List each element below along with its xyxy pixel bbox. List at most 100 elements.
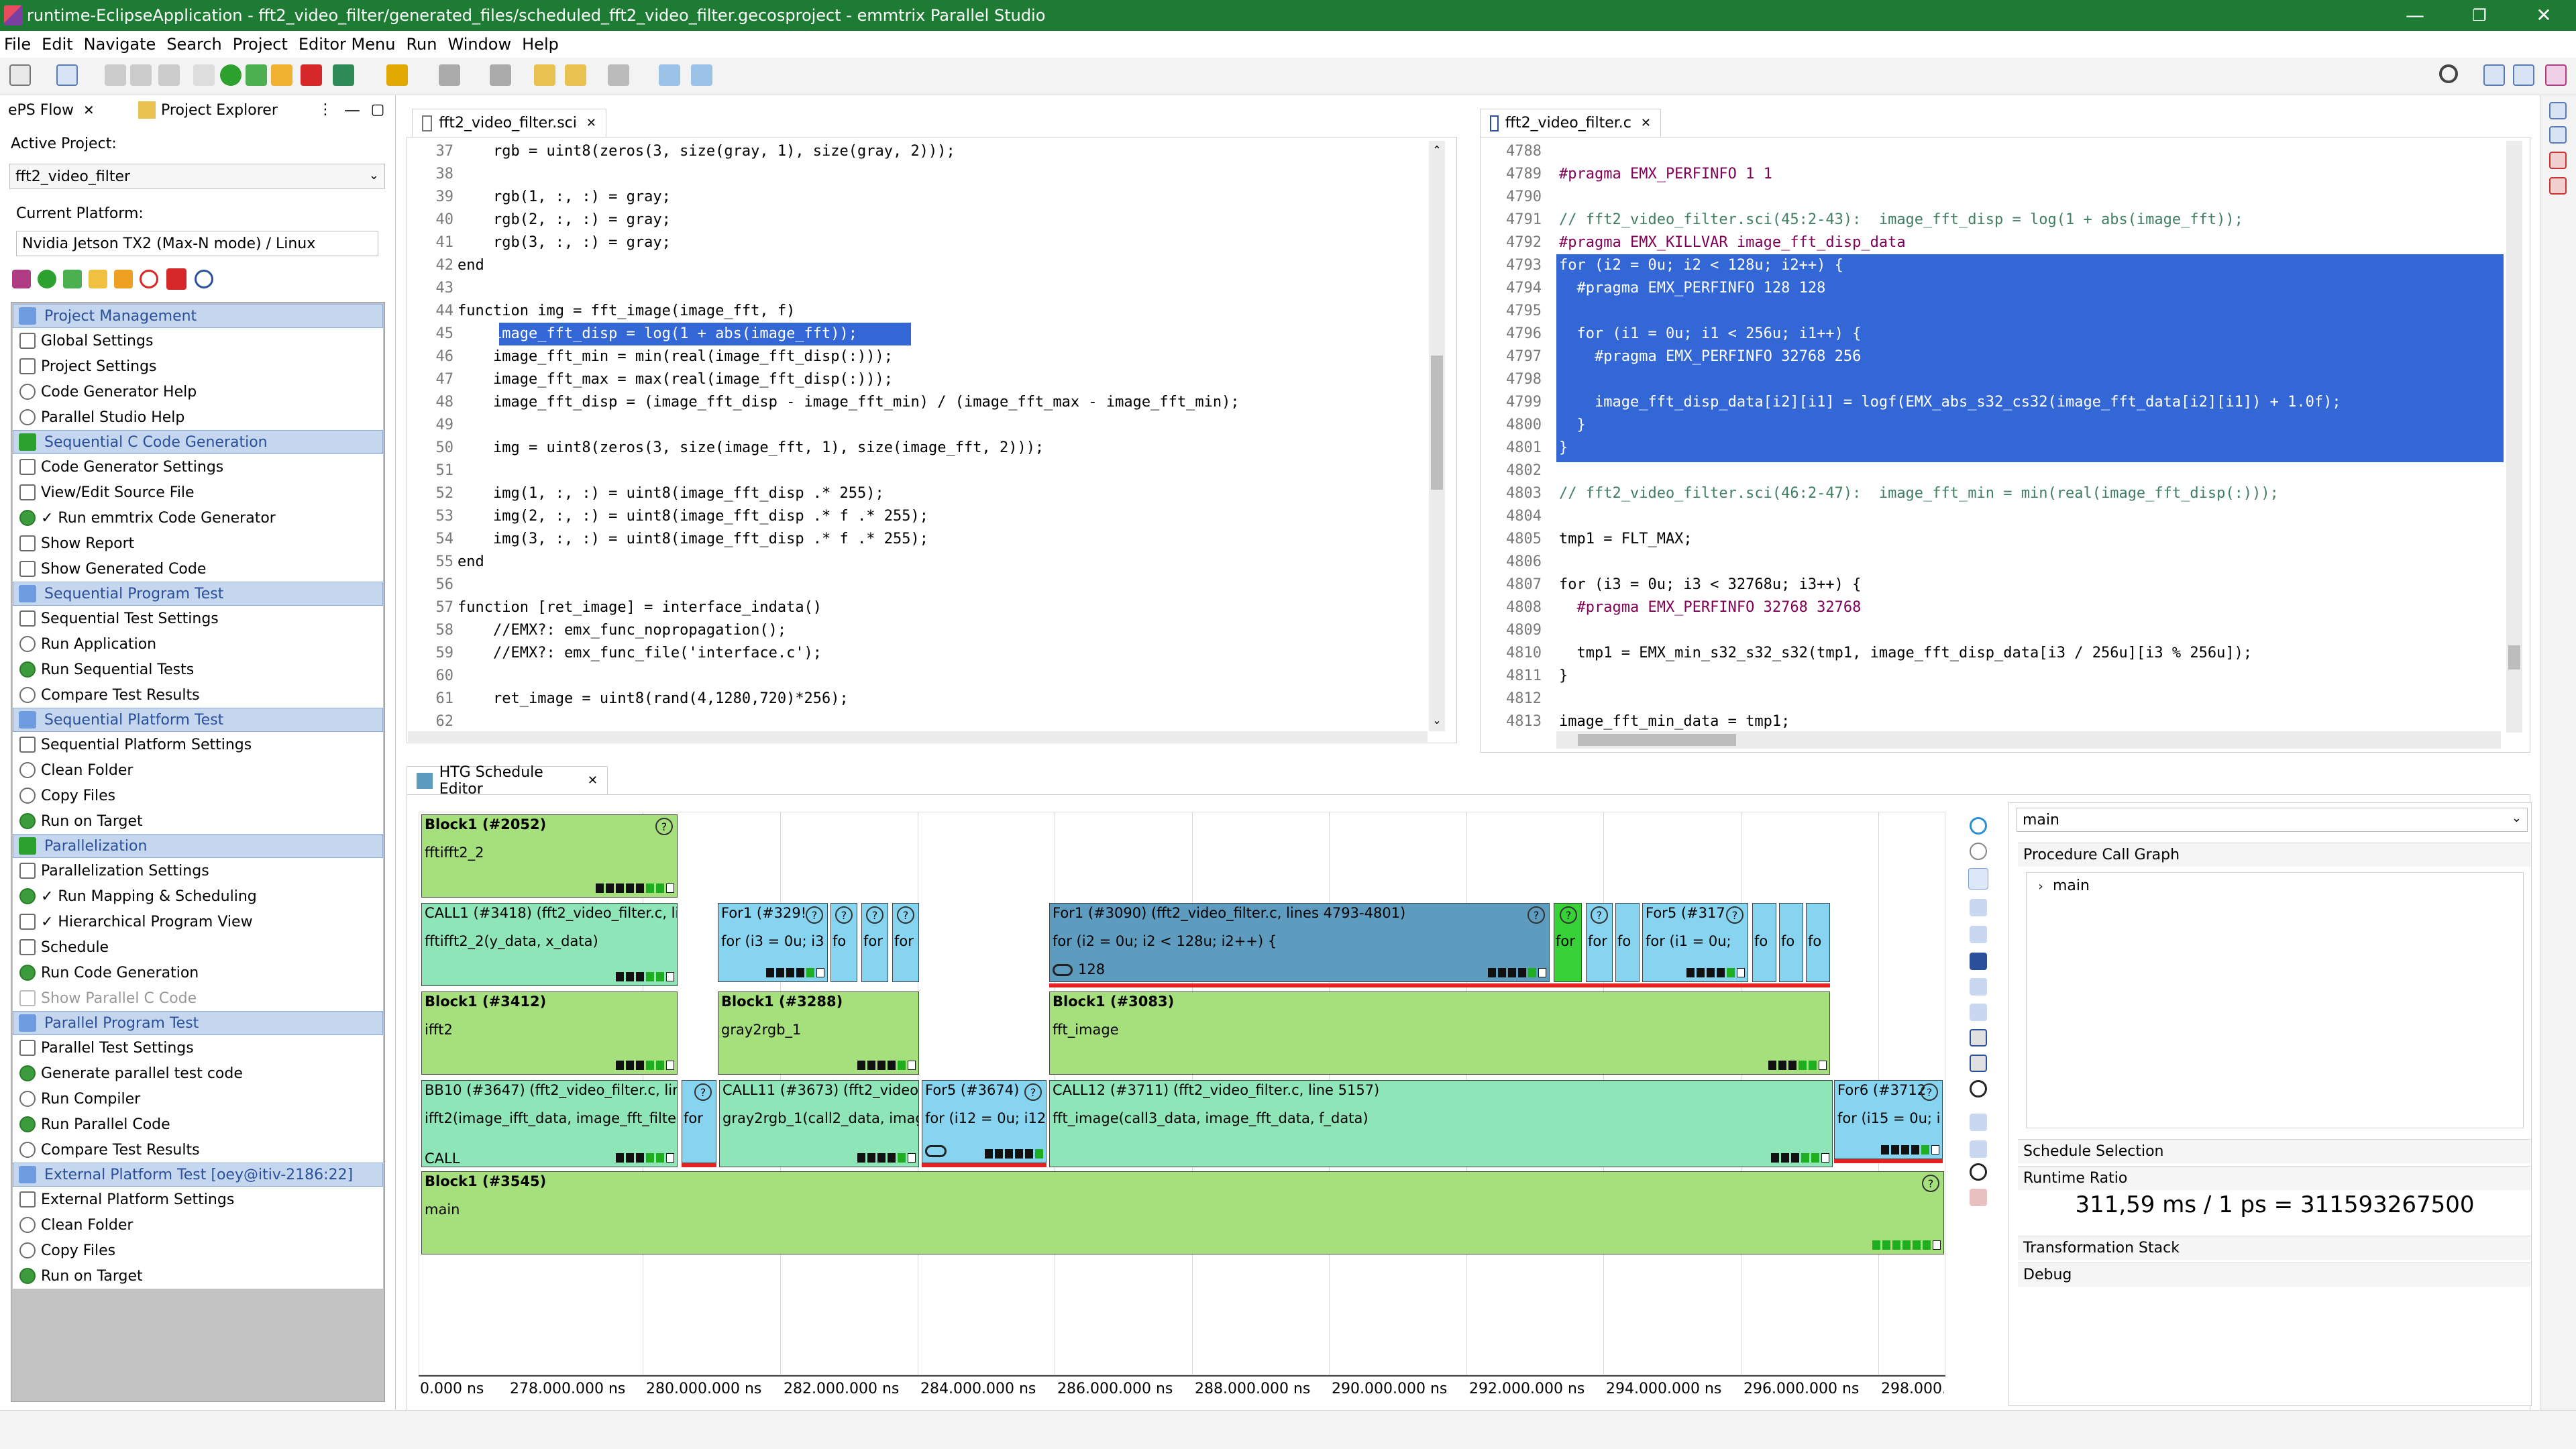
help-icon[interactable]	[195, 270, 213, 288]
menu-navigate[interactable]: Navigate	[83, 35, 156, 54]
code-line[interactable]: img = uint8(zeros(3, size(image_fft, 1),…	[458, 439, 1044, 456]
code-line[interactable]	[1559, 460, 2504, 482]
run-config-icon[interactable]	[246, 64, 267, 86]
code-line[interactable]: }	[1559, 417, 1586, 433]
procedure-select[interactable]: main⌄	[2017, 808, 2528, 832]
section-sequential-platform-test[interactable]: Sequential Platform Test	[13, 708, 383, 732]
code-line[interactable]: for (i3 = 0u; i3 < 32768u; i3++) {	[1559, 576, 1862, 593]
code-line[interactable]	[458, 710, 1424, 731]
view-menu-icon[interactable]: ⋮	[318, 101, 333, 118]
help-icon[interactable]: ?	[1560, 906, 1577, 924]
close-button[interactable]: ✕	[2536, 4, 2552, 26]
problems-icon[interactable]	[2549, 152, 2567, 169]
item-parallel-studio-help[interactable]: Parallel Studio Help	[13, 405, 383, 430]
item-run-mapping-scheduling[interactable]: ✓ Run Mapping & Scheduling	[13, 883, 383, 909]
transformation-stack-header[interactable]: Transformation Stack	[2018, 1236, 2530, 1260]
code-line[interactable]	[1559, 619, 2504, 642]
stop-icon[interactable]	[301, 64, 322, 86]
item-clean-folder-external[interactable]: Clean Folder	[13, 1212, 383, 1238]
maximize-view-icon[interactable]: ▢	[370, 101, 385, 118]
menu-search[interactable]: Search	[166, 35, 222, 54]
refresh-icon[interactable]	[114, 270, 133, 288]
item-parallel-test-settings[interactable]: Parallel Test Settings	[13, 1035, 383, 1061]
help-icon[interactable]: ?	[655, 818, 673, 835]
list-icon[interactable]	[1970, 1004, 1987, 1021]
item-show-report[interactable]: Show Report	[13, 531, 383, 556]
h-scroll-thumb-c[interactable]	[1578, 734, 1736, 746]
help-icon[interactable]: ?	[1922, 1175, 1939, 1192]
code-line[interactable]	[1559, 186, 2504, 209]
tree-item-main[interactable]: main	[2053, 877, 2090, 894]
item-run-code-generation[interactable]: Run Code Generation	[13, 960, 383, 985]
help-icon[interactable]: ?	[1921, 1083, 1938, 1101]
code-line[interactable]	[1559, 368, 2504, 391]
wand-icon[interactable]	[386, 64, 408, 86]
item-compare-test-results[interactable]: Compare Test Results	[13, 682, 383, 708]
item-sequential-platform-settings[interactable]: Sequential Platform Settings	[13, 732, 383, 757]
code-line[interactable]: #pragma EMX_PERFINFO 32768 256	[1559, 348, 1862, 365]
code-line[interactable]	[1559, 300, 2504, 323]
menu-run[interactable]: Run	[406, 35, 437, 54]
save-icon[interactable]	[105, 64, 126, 86]
code-line[interactable]	[458, 163, 1424, 186]
code-line[interactable]: rgb(1, :, :) = gray;	[458, 189, 671, 205]
close-icon[interactable]: ✕	[1640, 115, 1651, 130]
section-project-management[interactable]: Project Management	[13, 304, 383, 328]
code-line[interactable]: end	[458, 553, 484, 570]
for-small-7[interactable]: fo	[1779, 903, 1803, 982]
distribute-icon[interactable]	[1970, 1114, 1987, 1131]
block-3083[interactable]: Block1 (#3083)fft_image	[1049, 991, 1830, 1075]
item-schedule[interactable]: Schedule	[13, 934, 383, 960]
call-3418[interactable]: CALL1 (#3418) (fft2_video_filter.c, line…	[421, 903, 678, 986]
code-line[interactable]: }	[1559, 667, 1568, 684]
help-icon[interactable]: ?	[897, 906, 914, 924]
code-line[interactable]: rgb = uint8(zeros(3, size(gray, 1), size…	[458, 143, 955, 160]
run-icon[interactable]	[220, 64, 241, 86]
help-icon[interactable]: ?	[1591, 906, 1608, 924]
save-all-icon[interactable]	[130, 64, 152, 86]
code-line[interactable]: image_fft_disp = (image_fft_disp - image…	[458, 394, 1240, 411]
code-line[interactable]: tmp1 = FLT_MAX;	[1559, 531, 1693, 547]
code-line[interactable]: image_fft_disp = log(1 + abs(image_fft))…	[458, 325, 858, 342]
menu-project[interactable]: Project	[232, 35, 288, 54]
vertical-scrollbar-c[interactable]	[2506, 141, 2522, 733]
code-line[interactable]: //EMX?: emx_func_file('interface.c');	[458, 645, 822, 661]
menu-window[interactable]: Window	[447, 35, 512, 54]
undo-icon[interactable]	[1970, 1080, 1987, 1097]
new-icon[interactable]	[9, 64, 31, 86]
schedule-canvas[interactable]	[419, 812, 1945, 1375]
for-small-4[interactable]: for?	[1586, 903, 1613, 982]
menu-editor-menu[interactable]: Editor Menu	[298, 35, 396, 54]
help-icon[interactable]: ?	[1726, 906, 1743, 924]
item-run-parallel-code[interactable]: Run Parallel Code	[13, 1112, 383, 1137]
code-line[interactable]: function img = fft_image(image_fft, f)	[458, 303, 796, 319]
code-line[interactable]: image_fft_min = min(real(image_fft_disp(…	[458, 348, 894, 365]
block-3545[interactable]: Block1 (#3545)main?	[421, 1171, 1944, 1254]
forward-icon[interactable]	[608, 64, 629, 86]
outline-icon[interactable]	[2549, 126, 2567, 144]
for-small-5[interactable]: fo	[1615, 903, 1640, 982]
help-icon[interactable]: ?	[806, 906, 823, 924]
item-parallelization-settings[interactable]: Parallelization Settings	[13, 858, 383, 883]
back-icon[interactable]	[534, 64, 555, 86]
item-copy-files-external[interactable]: Copy Files	[13, 1238, 383, 1263]
help-icon[interactable]: ?	[1024, 1083, 1042, 1101]
item-code-generator-help[interactable]: Code Generator Help	[13, 379, 383, 405]
scroll-up-icon[interactable]: ⌃	[1432, 144, 1442, 156]
code-line[interactable]: image_fft_max = max(real(image_fft_disp(…	[458, 371, 894, 388]
section-sequential-c-code-generation[interactable]: Sequential C Code Generation	[13, 430, 383, 454]
debug-icon[interactable]	[271, 64, 292, 86]
horizontal-scrollbar-sci[interactable]	[408, 731, 1428, 742]
scroll-thumb-c[interactable]	[2508, 645, 2520, 669]
for5-3674[interactable]: For5 (#3674)for (i12 = 0u; i12?	[922, 1080, 1046, 1163]
maximize-button[interactable]: ❐	[2472, 6, 2487, 25]
run-flow-icon[interactable]	[38, 270, 56, 288]
next-annotation-icon[interactable]	[439, 64, 460, 86]
schedule-selection-header[interactable]: Schedule Selection	[2018, 1139, 2530, 1163]
perspective-java-icon[interactable]	[2513, 64, 2534, 86]
for-small-2[interactable]: for?	[861, 903, 888, 982]
code-line[interactable]: rgb(2, :, :) = gray;	[458, 211, 671, 228]
